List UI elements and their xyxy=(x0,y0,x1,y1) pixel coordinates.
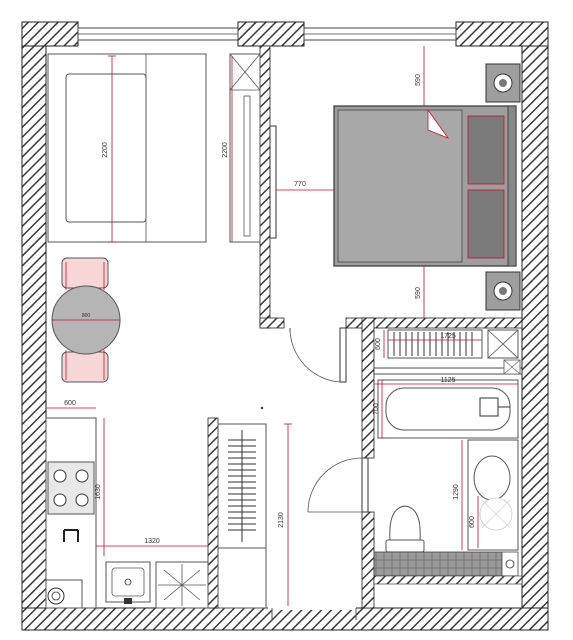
dim-bed-wall-label: 770 xyxy=(294,181,306,188)
dining-set: 800 xyxy=(51,257,121,383)
dim-wardrobe-label: 2200 xyxy=(222,142,229,158)
ceiling-light-mark xyxy=(260,406,264,410)
dim-bath-length-label: 1125 xyxy=(440,377,455,384)
wardrobe xyxy=(229,53,261,243)
pillow-bottom xyxy=(467,189,505,259)
pillow-top xyxy=(467,115,505,185)
wall-bottom xyxy=(21,607,549,631)
tiled-duct xyxy=(373,551,503,577)
dim-bath-width-label: 700 xyxy=(373,403,380,415)
dim-sofa-label: 2200 xyxy=(102,142,109,158)
dim-kitchen-length: 1630 xyxy=(95,418,105,556)
oven-handle-icon xyxy=(63,529,79,542)
wall-closet xyxy=(207,417,219,609)
dim-kitchen-depth-label: 600 xyxy=(64,400,76,407)
bathroom: 1125 700 1290 600 xyxy=(373,377,523,585)
dim-hall-width: 1320 xyxy=(96,538,208,547)
wall-bath-left xyxy=(361,511,375,609)
tv-panel xyxy=(269,125,277,239)
bed xyxy=(333,105,517,267)
storage xyxy=(387,329,521,375)
dim-table-label: 800 xyxy=(82,313,91,319)
dim-bath-zone-label: 1290 xyxy=(453,484,460,500)
wall-hall-right xyxy=(361,317,375,459)
toilet-icon xyxy=(385,505,425,553)
bathroom-door xyxy=(307,457,369,513)
dim-shelf-depth-label: 600 xyxy=(375,338,382,350)
dim-shelf-length-label: 1725 xyxy=(440,333,456,340)
wall-storage-bottom xyxy=(373,367,523,375)
windows xyxy=(77,27,457,41)
dim-closet: 2130 xyxy=(278,423,292,608)
storage-hangers xyxy=(393,332,473,356)
wall-top-1 xyxy=(21,21,79,47)
dim-bed-wall: 770 xyxy=(276,181,334,191)
wall-right xyxy=(521,21,549,629)
kitchen xyxy=(45,417,209,609)
dim-kitchen-depth: 600 xyxy=(46,400,96,409)
bath-sink-icon xyxy=(473,455,511,501)
chair-bottom xyxy=(61,351,109,383)
dim-shelf: 600 1725 xyxy=(375,330,482,358)
wall-left xyxy=(21,21,47,629)
dim-kitchen-length-label: 1630 xyxy=(95,484,102,500)
entry-door xyxy=(268,606,357,620)
hangers xyxy=(228,439,256,531)
nightstand-top xyxy=(485,63,521,103)
nightstands xyxy=(485,63,521,311)
cooktop-icon xyxy=(47,461,95,515)
bed-headboard xyxy=(507,105,517,267)
dim-sofa: 2200 xyxy=(102,55,116,243)
bath-faucet xyxy=(479,397,499,417)
wall-bedroom-bottom-a xyxy=(259,317,285,329)
dim-wardrobe: 2200 xyxy=(222,56,233,242)
dim-closet-label: 2130 xyxy=(278,512,285,528)
storage-shelf xyxy=(387,329,483,359)
sofa xyxy=(47,53,207,243)
dim-bed-top: 590 xyxy=(415,46,425,106)
chair-top xyxy=(61,257,109,289)
dim-bed-bottom-label: 590 xyxy=(415,287,422,299)
dim-sink-depth-label: 600 xyxy=(469,516,476,528)
wall-top-3 xyxy=(455,21,549,47)
bedroom-door xyxy=(289,327,347,383)
wall-bedroom-left xyxy=(259,45,271,329)
dim-bed-bottom: 590 xyxy=(415,266,425,318)
wall-top-2 xyxy=(237,21,305,47)
entry-closet xyxy=(217,423,267,609)
wall-bedroom-bottom-b xyxy=(345,317,523,329)
interior-walls xyxy=(207,45,523,609)
dim-bed-top-label: 590 xyxy=(415,74,422,86)
dim-hall-width-label: 1320 xyxy=(144,538,160,545)
